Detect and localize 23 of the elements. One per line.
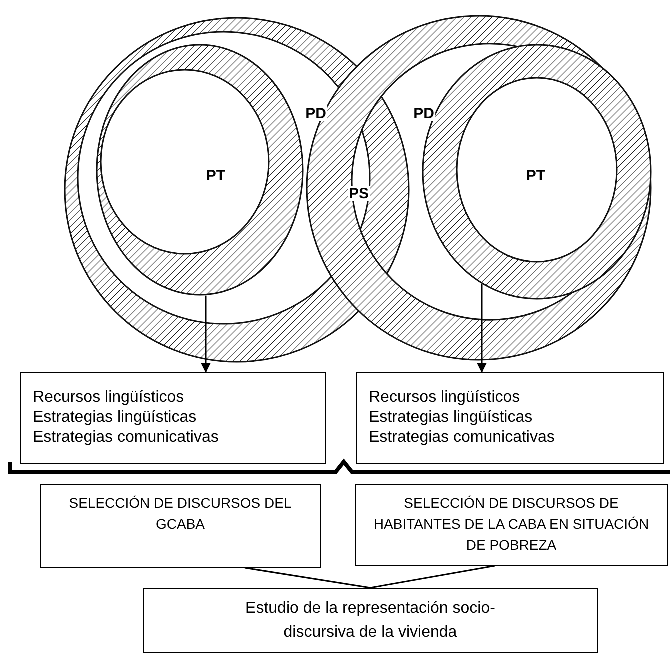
text-box	[40, 484, 321, 568]
text-box	[20, 372, 326, 464]
box-text: SELECCIÓN DE DISCURSOS DE HABITANTES DE LA CABA EN SITUACIÓN DE POBREZA	[372, 494, 650, 555]
list-item: Recursos lingüísticos	[369, 388, 522, 408]
text-box	[355, 484, 668, 566]
ring-label: PD	[304, 106, 328, 122]
list-item: Estrategias lingüísticas	[369, 408, 534, 428]
arrow	[477, 284, 487, 373]
ring-label: PT	[206, 168, 226, 184]
list-item: Estrategias lingüísticas	[33, 408, 198, 428]
ring-label: PS	[348, 186, 370, 202]
ring-label: PT	[526, 168, 546, 184]
arrow	[201, 296, 211, 373]
box-text: Estudio de la representación socio-discursiva de la vivienda	[244, 599, 496, 643]
list-item: Estrategias comunicativas	[369, 428, 556, 448]
connector-line	[370, 565, 496, 589]
list-item: Recursos lingüísticos	[33, 388, 186, 408]
text-box	[356, 372, 664, 464]
connector-line	[244, 567, 371, 589]
box-text: SELECCIÓN DE DISCURSOS DEL GCABA	[68, 494, 293, 534]
ring-label: PD	[412, 106, 436, 122]
text-box	[143, 588, 598, 653]
list-item: Estrategias comunicativas	[33, 428, 220, 448]
